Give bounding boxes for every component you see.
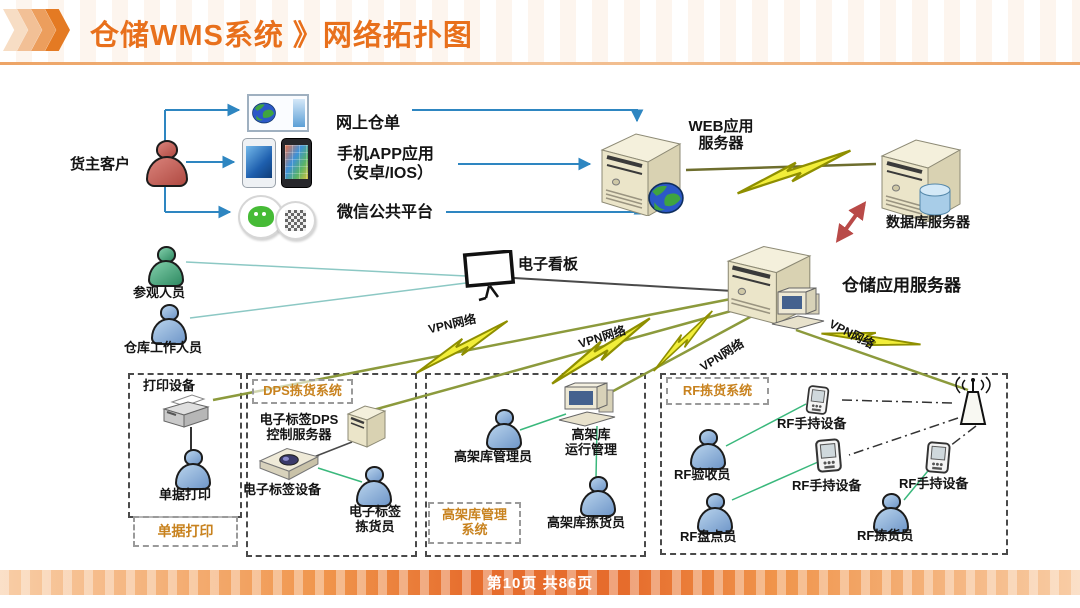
rack-zone-title-line2: 系统 — [461, 522, 488, 537]
page-number: 第10页 共86页 — [486, 575, 594, 592]
globe-icon — [252, 102, 276, 124]
mobile-phones-icon — [242, 138, 312, 188]
kanban-label: 电子看板 — [518, 256, 579, 273]
qr-code-icon — [275, 201, 316, 240]
page-title: 仓储WMS系统 》网络拓扑图 — [90, 20, 473, 52]
vpn-network-label-3: VPN网络 — [697, 336, 747, 374]
link-worker-kanban — [189, 282, 467, 319]
rf-handheld1-label: RF手持设备 — [777, 416, 847, 431]
dps-zone-title-box: DPS拣货系统 — [252, 379, 353, 404]
database-cylinder-icon — [919, 183, 951, 216]
vpn-network-label-4: VPN网络 — [826, 316, 877, 352]
warehouse-worker-icon — [151, 304, 187, 345]
dps-picker-label: 电子标签 拣货员 — [348, 504, 401, 534]
rf-inspector-label: RF验收员 — [674, 467, 731, 482]
iphone-icon — [281, 138, 312, 188]
electronic-label-device-label: 电子标签设备 — [243, 482, 322, 497]
header-divider — [0, 62, 1080, 65]
rf-picker-label: RF拣货员 — [857, 528, 914, 543]
console-computer-icon — [771, 287, 825, 330]
print-zone-title: 单据打印 — [157, 523, 214, 540]
dps-control-server-icon — [346, 405, 387, 448]
print-operator-label: 单据打印 — [159, 487, 212, 502]
link-db-appserver — [835, 201, 867, 243]
internet-globe-icon — [648, 182, 684, 214]
visitor-icon — [148, 246, 184, 287]
wireless-antenna-icon — [955, 376, 991, 425]
wechat-platform-label: 微信公共平台 — [337, 204, 434, 221]
rack-manager-label: 高架库管理员 — [454, 449, 533, 464]
rack-picker-label: 高架库拣货员 — [547, 515, 626, 530]
rf-handheld3-icon — [925, 441, 951, 474]
mobile-app-label-line1: 手机APP应用 — [337, 146, 434, 163]
dps-picker-icon — [356, 466, 392, 507]
kanban-monitor-icon — [462, 250, 516, 302]
rf-zone-title-box: RF拣货系统 — [666, 377, 769, 405]
chevrons-icon — [3, 9, 70, 51]
web-server-label: WEB应用 服务器 — [688, 118, 754, 153]
rf-counter-icon — [697, 493, 733, 534]
rf-picker-icon — [873, 493, 909, 534]
rf-handheld1-icon — [805, 385, 830, 415]
rf-counter-label: RF盘点员 — [680, 529, 737, 544]
vpn-network-label-2: VPN网络 — [576, 323, 628, 351]
rf-inspector-icon — [690, 429, 726, 470]
warehouse-worker-label: 仓库工作人员 — [124, 340, 203, 355]
web-browser-icon — [247, 94, 309, 132]
slide-header: 仓储WMS系统 》网络拓扑图 — [0, 0, 1080, 62]
web-receipt-label: 网上仓单 — [336, 115, 401, 132]
link-receipt-webserver — [412, 109, 644, 123]
rack-picker-icon — [580, 476, 616, 517]
printer-device-label: 打印设备 — [143, 378, 196, 393]
printer-icon — [162, 394, 210, 428]
link-kanban-appserver — [513, 277, 734, 292]
vpn-network-label-1: VPN网络 — [426, 311, 478, 337]
dps-server-label: 电子标签DPS 控制服务器 — [259, 412, 339, 442]
rf-handheld2-icon — [815, 438, 842, 473]
wechat-logo-icon — [238, 194, 284, 239]
rack-zone-title-line1: 高架库管理 — [441, 507, 507, 523]
wechat-icon — [238, 193, 316, 240]
print-operator-icon — [175, 449, 211, 490]
visitor-label: 参观人员 — [133, 285, 186, 300]
link-web-db — [685, 162, 877, 172]
rack-terminal-label: 高架库 运行管理 — [564, 427, 617, 457]
rf-zone-title: RF拣货系统 — [682, 382, 753, 398]
footer-bar: 第10页 共86页 — [0, 570, 1080, 595]
cargo-customer-label: 货主客户 — [70, 156, 131, 173]
rf-handheld2-label: RF手持设备 — [792, 478, 862, 493]
dps-zone-title: DPS拣货系统 — [263, 383, 342, 399]
print-zone-title-box: 单据打印 — [133, 516, 238, 547]
rack-zone-title-box: 高架库管理 系统 — [428, 502, 521, 544]
rack-manager-icon — [486, 409, 522, 450]
android-phone-icon — [242, 138, 276, 188]
db-server-label: 数据库服务器 — [886, 214, 970, 230]
mobile-app-label-line2: （安卓/IOS） — [337, 165, 434, 182]
bolt-web-db-icon — [734, 149, 854, 195]
rack-terminal-icon — [558, 382, 616, 427]
rf-handheld3-label: RF手持设备 — [899, 476, 969, 491]
app-server-label: 仓储应用服务器 — [842, 276, 961, 295]
link-visitor-kanban — [185, 261, 467, 277]
cargo-customer-icon — [146, 140, 188, 187]
electronic-label-device-icon — [258, 447, 320, 481]
